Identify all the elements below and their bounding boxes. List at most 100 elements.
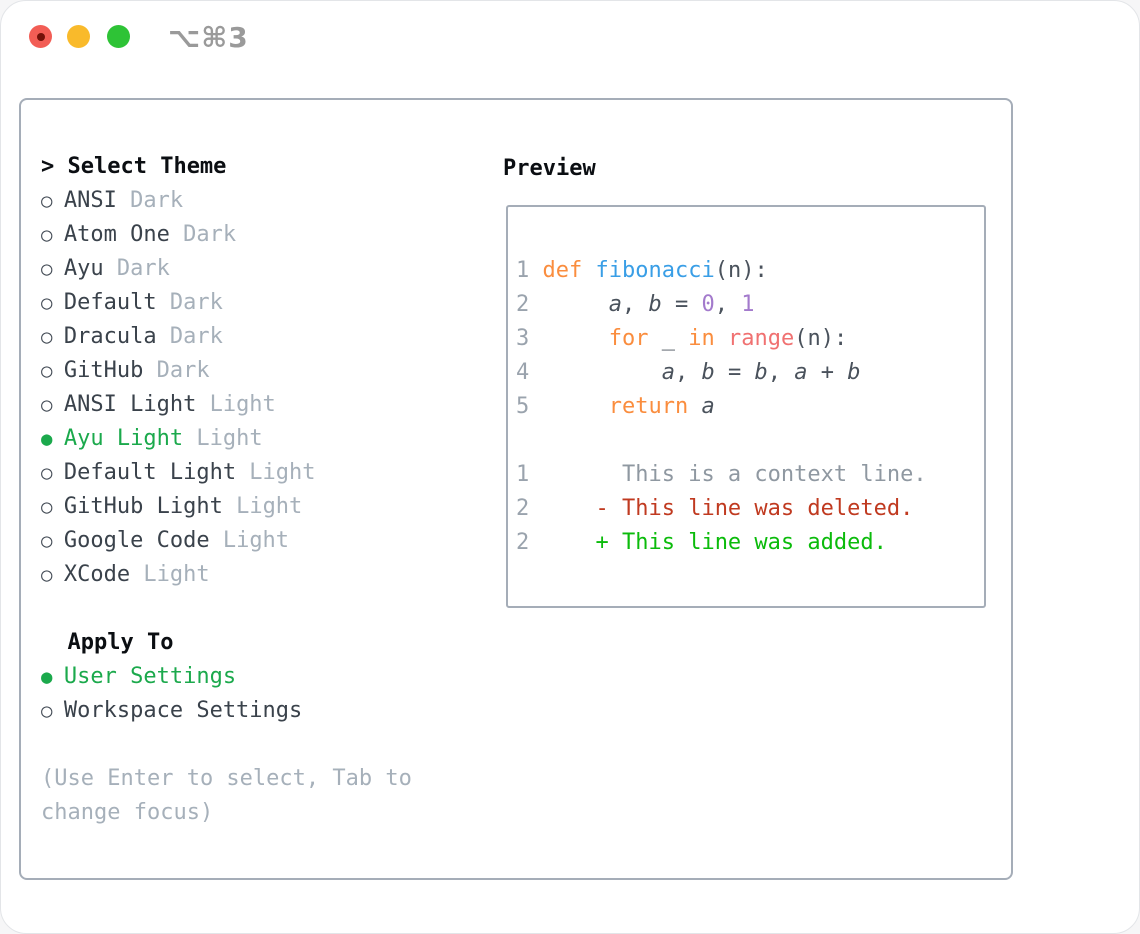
window-title: ⌥⌘3 xyxy=(168,21,249,54)
no-marker xyxy=(41,626,67,660)
help-text-line-2: change focus) xyxy=(41,796,412,830)
theme-variant-tag: Light xyxy=(130,562,210,587)
theme-option-name: ANSI xyxy=(63,188,117,213)
theme-variant-tag: Dark xyxy=(103,256,170,281)
code-token-num: 1 xyxy=(741,292,755,317)
code-token-var: a xyxy=(701,394,715,419)
theme-option-atom-one[interactable]: ○ Atom One Dark xyxy=(41,218,412,252)
code-token-ln: 1 xyxy=(516,258,543,283)
theme-variant-tag: Dark xyxy=(116,188,184,213)
theme-option-name: Google Code xyxy=(63,528,210,553)
zoom-button-icon[interactable] xyxy=(107,25,130,48)
code-token-ln: 2 xyxy=(516,496,530,521)
theme-option-name: XCode xyxy=(63,562,131,587)
theme-option-name: GitHub Light xyxy=(63,494,223,519)
theme-variant-tag: Light xyxy=(222,494,303,519)
apply-to-header: Apply To xyxy=(41,626,412,660)
preview-code-line: 1 This is a context line. xyxy=(516,458,927,492)
theme-option-github-light[interactable]: ○ GitHub Light Light xyxy=(41,490,412,524)
apply-option-user-settings[interactable]: ● User Settings xyxy=(41,660,412,694)
preview-code-line: 1 def fibonacci(n): xyxy=(516,254,927,288)
code-token-pl: = xyxy=(714,360,755,385)
code-token-fn: fibonacci xyxy=(595,258,715,283)
code-token-var: b xyxy=(701,360,715,385)
theme-option-ansi-light[interactable]: ○ ANSI Light Light xyxy=(41,388,412,422)
radio-selected-icon: ● xyxy=(41,428,64,450)
code-token-pl: , xyxy=(714,292,742,317)
theme-variant-tag: Dark xyxy=(143,358,210,383)
theme-option-name: Dracula xyxy=(63,324,157,349)
theme-picker-panel: > Select Theme○ ANSI Dark○ Atom One Dark… xyxy=(19,98,1013,880)
apply-to-title: Apply To xyxy=(67,630,174,655)
theme-variant-tag: Light xyxy=(196,392,276,417)
spacer xyxy=(41,592,412,626)
code-token-pl: _ xyxy=(648,326,689,351)
code-token-pl xyxy=(529,496,595,521)
code-token-pl xyxy=(688,394,701,419)
preview-code-line: 2 - This line was deleted. xyxy=(516,492,927,526)
radio-unselected-icon: ○ xyxy=(41,326,64,348)
theme-variant-tag: Dark xyxy=(156,290,223,315)
code-token-pl: , xyxy=(767,360,795,385)
theme-option-name: GitHub xyxy=(63,358,144,383)
code-token-pl: + xyxy=(807,360,848,385)
theme-option-ayu[interactable]: ○ Ayu Dark xyxy=(41,252,412,286)
code-token-kw: in xyxy=(688,326,715,351)
code-token-add: + This line was added. xyxy=(595,530,887,555)
code-token-pl: = xyxy=(661,292,702,317)
code-token-ln: 3 xyxy=(516,326,530,351)
code-token-ctx: This is a context line. xyxy=(621,462,927,487)
code-token-del: - This line was deleted. xyxy=(595,496,914,521)
apply-option-workspace-settings[interactable]: ○ Workspace Settings xyxy=(41,694,412,728)
theme-option-xcode[interactable]: ○ XCode Light xyxy=(41,558,412,592)
code-token-ln: 5 xyxy=(516,394,530,419)
code-token-var: b xyxy=(754,360,768,385)
code-token-pl xyxy=(529,394,608,419)
theme-option-ansi[interactable]: ○ ANSI Dark xyxy=(41,184,412,218)
code-token-var: b xyxy=(648,292,662,317)
theme-option-default[interactable]: ○ Default Dark xyxy=(41,286,412,320)
code-token-var: a xyxy=(608,292,622,317)
apply-option-label: User Settings xyxy=(63,664,237,689)
code-token-kw: def xyxy=(542,258,583,283)
code-token-var: b xyxy=(847,360,861,385)
theme-option-name: Ayu Light xyxy=(63,426,184,451)
radio-unselected-icon: ○ xyxy=(41,394,64,416)
theme-variant-tag: Light xyxy=(236,460,316,485)
code-token-pl xyxy=(529,326,608,351)
code-token-pl: (n): xyxy=(714,258,768,283)
theme-option-github[interactable]: ○ GitHub Dark xyxy=(41,354,412,388)
code-token-pl: , xyxy=(621,292,649,317)
close-button-icon[interactable] xyxy=(29,25,52,48)
theme-option-google-code[interactable]: ○ Google Code Light xyxy=(41,524,412,558)
theme-variant-tag: Light xyxy=(183,426,263,451)
radio-unselected-icon: ○ xyxy=(41,700,64,722)
apply-option-label: Workspace Settings xyxy=(63,698,303,723)
radio-unselected-icon: ○ xyxy=(41,462,64,484)
code-token-pl xyxy=(529,292,608,317)
radio-unselected-icon: ○ xyxy=(41,190,64,212)
theme-variant-tag: Light xyxy=(209,528,290,553)
radio-unselected-icon: ○ xyxy=(41,292,64,314)
theme-option-ayu-light[interactable]: ● Ayu Light Light xyxy=(41,422,412,456)
code-token-var: a xyxy=(794,360,808,385)
spacer xyxy=(41,728,412,762)
code-token-pl: , xyxy=(674,360,702,385)
radio-unselected-icon: ○ xyxy=(41,360,64,382)
radio-unselected-icon: ○ xyxy=(41,530,64,552)
code-token-ln: 2 xyxy=(516,530,530,555)
code-token-pl xyxy=(529,360,661,385)
theme-variant-tag: Dark xyxy=(169,222,237,247)
preview-code-line: 4 a, b = b, a + b xyxy=(516,356,927,390)
theme-option-dracula[interactable]: ○ Dracula Dark xyxy=(41,320,412,354)
theme-list-title: Select Theme xyxy=(67,154,227,179)
minimize-button-icon[interactable] xyxy=(67,25,90,48)
help-text-line-1: (Use Enter to select, Tab to xyxy=(41,762,412,796)
theme-option-name: Default Light xyxy=(63,460,237,485)
theme-option-name: Atom One xyxy=(63,222,170,247)
theme-option-default-light[interactable]: ○ Default Light Light xyxy=(41,456,412,490)
